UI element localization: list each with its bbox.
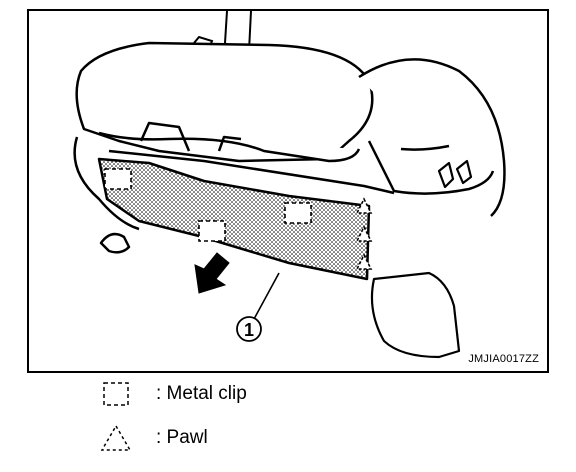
seat-finisher-panel [97,157,371,281]
legend-label: : Metal clip [156,383,247,404]
metal-clip-icon [103,382,129,406]
callout-circle [236,316,262,342]
pawl-marker [355,197,373,214]
pawl-markers [355,197,373,270]
metal-clip-marker [284,202,312,224]
pawl-marker [355,225,373,242]
callout-leader-line [253,272,280,320]
seat-rail [370,159,473,359]
pawl-marker [355,253,373,270]
figure-frame: 1 JMJIA0017ZZ [27,9,549,373]
seat-frame [73,121,395,254]
figure-code: JMJIA0017ZZ [468,353,539,365]
seat-cushion-diagram: 1 [73,11,506,359]
metal-clip-marker [104,168,132,190]
legend-label: : Pawl [156,427,208,448]
pawl-icon [100,424,132,451]
metal-clip-markers [104,168,312,242]
callout-number: 1 [244,320,254,340]
metal-clip-marker [198,220,226,242]
removal-direction-arrow [194,252,230,294]
legend-item-metal-clip: : Metal clip [98,377,247,411]
legend-item-pawl: : Pawl [98,421,208,455]
